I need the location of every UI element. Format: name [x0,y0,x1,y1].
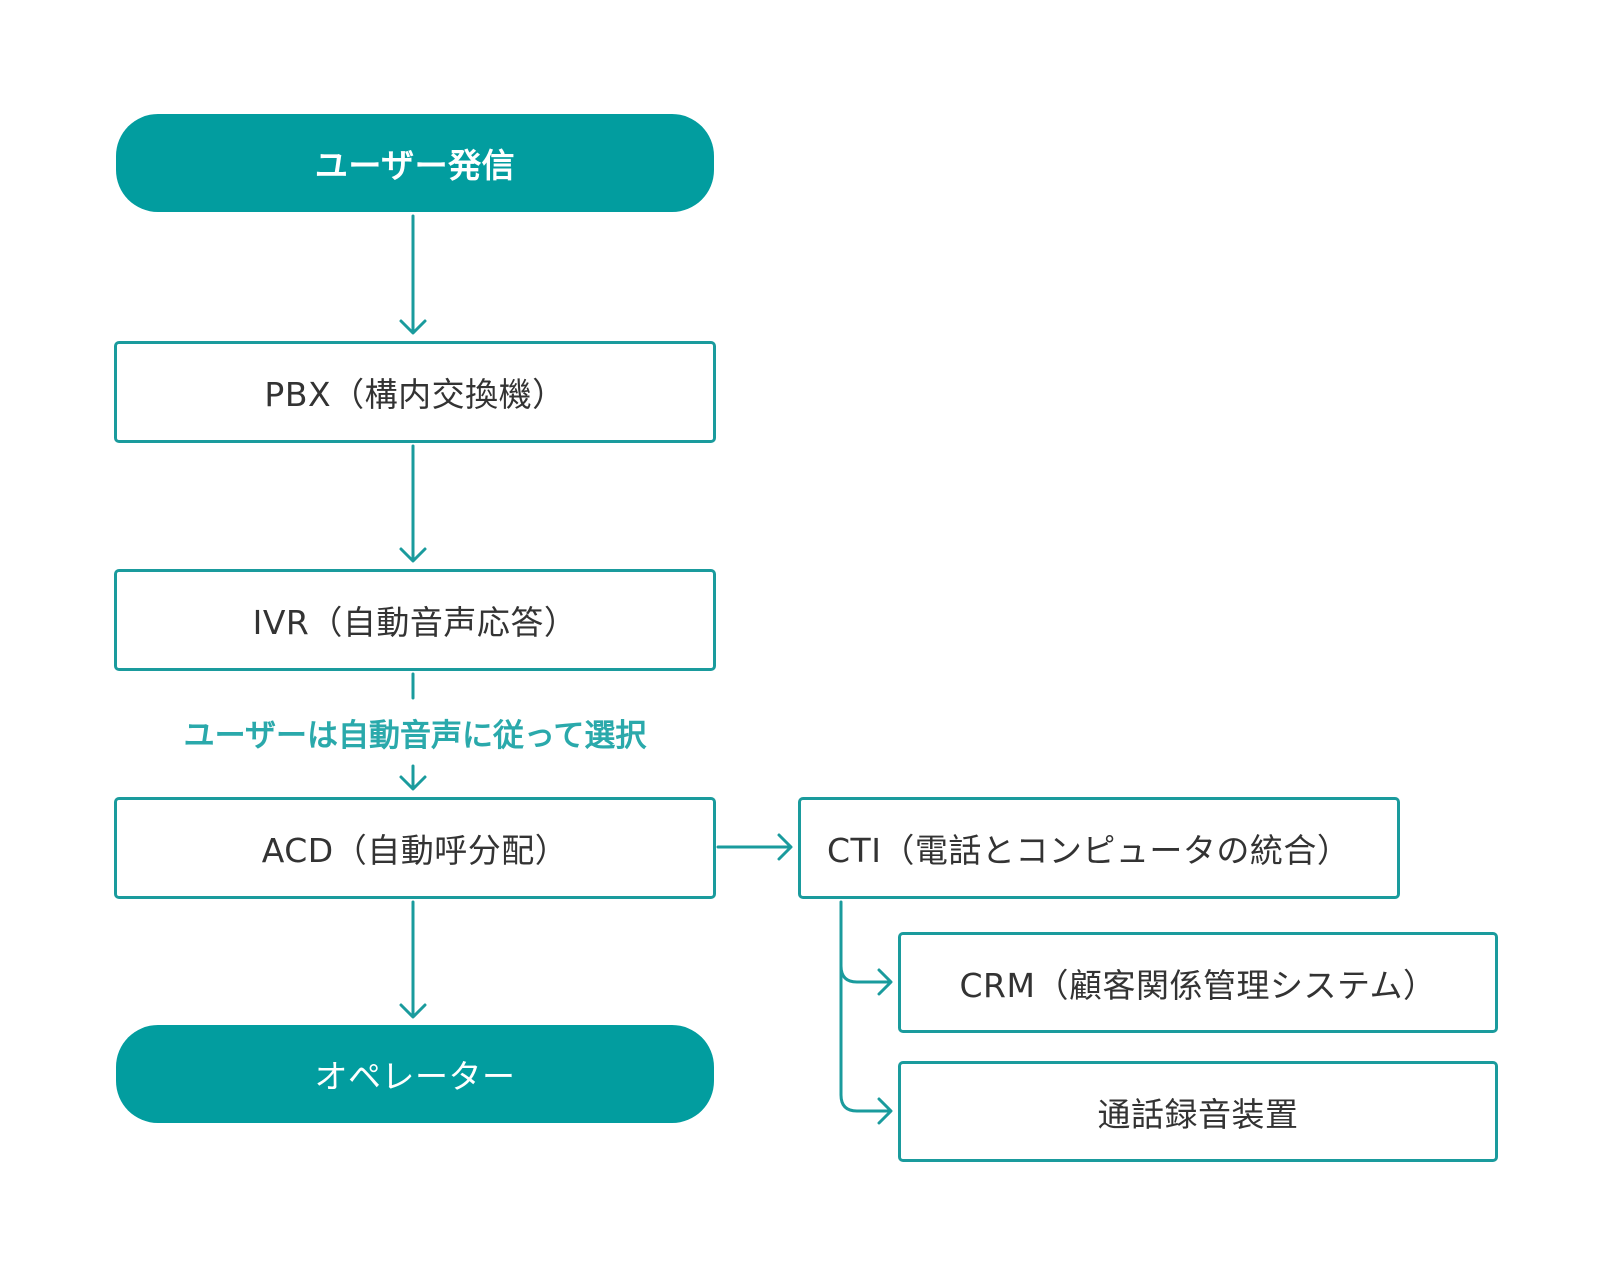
arrow-user-to-pbx [399,214,427,335]
arrow-acd-to-operator [399,900,427,1019]
node-user-call: ユーザー発信 [116,114,714,212]
node-pbx: PBX（構内交換機） [114,341,716,443]
edge-label-ivr-to-acd: ユーザーは自動音声に従って選択 [183,717,647,754]
node-recorder: 通話録音装置 [898,1061,1498,1162]
node-cti: CTI（電話とコンピュータの統合） [798,797,1400,899]
arrow-pbx-to-ivr [399,444,427,563]
arrow-ivr-to-acd [399,672,427,791]
node-acd: ACD（自動呼分配） [114,797,716,899]
arrow-cti-branch [839,900,893,1125]
node-operator: オペレーター [116,1025,714,1123]
node-crm: CRM（顧客関係管理システム） [898,932,1498,1033]
arrow-acd-to-cti [716,833,793,861]
node-ivr: IVR（自動音声応答） [114,569,716,671]
